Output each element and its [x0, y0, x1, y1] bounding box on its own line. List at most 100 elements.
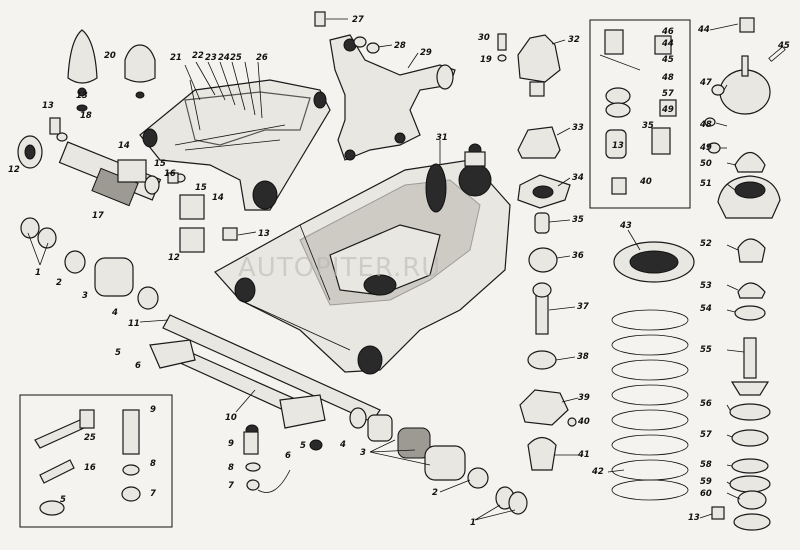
callout-12-right: 12	[168, 253, 180, 263]
steering-knuckle	[329, 34, 456, 161]
callout-15-right: 15	[195, 183, 207, 193]
callout-29: 29	[420, 48, 432, 58]
callout-13-box: 13	[612, 141, 624, 151]
callout-1-left: 1	[35, 268, 41, 278]
pin-and-nut	[314, 11, 380, 54]
callout-22: 22	[192, 51, 204, 61]
callout-46-box: 46	[661, 27, 674, 37]
callout-5-inset: 5	[60, 495, 66, 505]
callout-41: 41	[577, 450, 590, 460]
callout-9: 9	[228, 439, 234, 449]
callout-7-inset: 7	[150, 489, 156, 499]
callout-13-left: 13	[42, 101, 54, 111]
front-crossmember	[214, 143, 511, 375]
upper-control-arm	[139, 79, 331, 211]
callout-1-right: 1	[470, 518, 476, 528]
right-ball-joint-column	[704, 17, 786, 531]
callout-54: 54	[700, 304, 712, 314]
callout-26: 26	[256, 53, 268, 63]
callout-45: 45	[777, 41, 790, 51]
callout-55: 55	[700, 345, 712, 355]
callout-45-box: 45	[661, 55, 674, 65]
callout-5-right: 5	[300, 441, 306, 451]
callout-5-left: 5	[115, 348, 121, 358]
callout-13-top: 13	[76, 91, 88, 101]
callout-13-right: 13	[688, 513, 700, 523]
callout-25: 25	[230, 53, 242, 63]
ball-joint-column	[497, 33, 577, 471]
callout-8: 8	[228, 463, 234, 473]
callout-57-box: 57	[662, 89, 674, 99]
callout-2-right: 2	[432, 488, 438, 498]
callout-30: 30	[478, 33, 490, 43]
callout-40: 40	[577, 417, 590, 427]
callout-49-box: 49	[661, 105, 674, 115]
callout-48-box: 48	[661, 73, 674, 83]
callout-16-inset: 16	[84, 463, 96, 473]
callout-12-left: 12	[8, 165, 20, 175]
center-fasteners	[243, 431, 291, 493]
callout-43: 43	[619, 221, 632, 231]
fastener-inset-box	[19, 394, 173, 528]
upper-arm-axle	[17, 135, 238, 253]
callout-18: 18	[80, 111, 92, 121]
callout-17: 17	[92, 211, 104, 221]
callout-40-box: 40	[639, 177, 652, 187]
callout-33: 33	[572, 123, 584, 133]
callout-47: 47	[699, 78, 712, 88]
callout-16: 16	[164, 169, 176, 179]
watermark: AUTOPITER.RU	[238, 253, 441, 283]
callout-15-left: 15	[154, 159, 166, 169]
callout-11: 11	[128, 319, 140, 329]
callout-2-left: 2	[56, 278, 62, 288]
callout-48: 48	[699, 120, 712, 130]
callout-20: 20	[104, 51, 116, 61]
callout-60: 60	[700, 489, 712, 499]
callout-28: 28	[394, 41, 406, 51]
callout-19: 19	[480, 55, 492, 65]
kingpin-detail-box	[589, 19, 691, 209]
callout-24: 24	[218, 53, 230, 63]
callout-7: 7	[228, 481, 234, 491]
callout-13-mid: 13	[258, 229, 270, 239]
callout-34: 34	[572, 173, 584, 183]
callout-44-box: 44	[661, 39, 674, 49]
callout-35: 35	[572, 215, 584, 225]
callout-3-right: 3	[360, 448, 366, 458]
callout-27: 27	[352, 15, 364, 25]
callout-42: 42	[591, 467, 604, 477]
callout-10: 10	[225, 413, 237, 423]
callout-38: 38	[577, 352, 589, 362]
callout-21: 21	[170, 53, 182, 63]
callout-labels: 1 1 2 2 3 3 4 4 5 5 5 6 6 7 7 8 8 9 9 10…	[8, 15, 790, 528]
small-bolts-left	[49, 117, 186, 184]
callout-3-left: 3	[82, 291, 88, 301]
callout-6-left: 6	[135, 361, 141, 371]
callout-52: 52	[700, 239, 712, 249]
callout-14-left: 14	[118, 141, 130, 151]
callout-58: 58	[700, 460, 712, 470]
coil-spring	[611, 309, 689, 501]
lower-axle-bushings-left	[20, 217, 159, 310]
callout-23: 23	[205, 53, 217, 63]
callout-14-right: 14	[212, 193, 224, 203]
callout-37: 37	[577, 302, 589, 312]
callout-4-left: 4	[111, 308, 118, 318]
callout-57: 57	[700, 430, 712, 440]
lower-axle-shafts	[149, 314, 381, 451]
callout-51: 51	[700, 179, 712, 189]
callout-32: 32	[568, 35, 580, 45]
callout-50: 50	[700, 159, 712, 169]
callout-39: 39	[578, 393, 590, 403]
leader-lines	[27, 18, 745, 521]
callout-6-right: 6	[285, 451, 291, 461]
rubber-bumpers	[67, 29, 156, 112]
callout-49: 49	[699, 143, 712, 153]
callout-35-box: 35	[642, 121, 654, 131]
callout-56: 56	[700, 399, 712, 409]
coil-spring-assembly	[611, 241, 695, 501]
callout-36: 36	[572, 251, 584, 261]
callout-59: 59	[700, 477, 712, 487]
callout-8-inset: 8	[150, 459, 156, 469]
